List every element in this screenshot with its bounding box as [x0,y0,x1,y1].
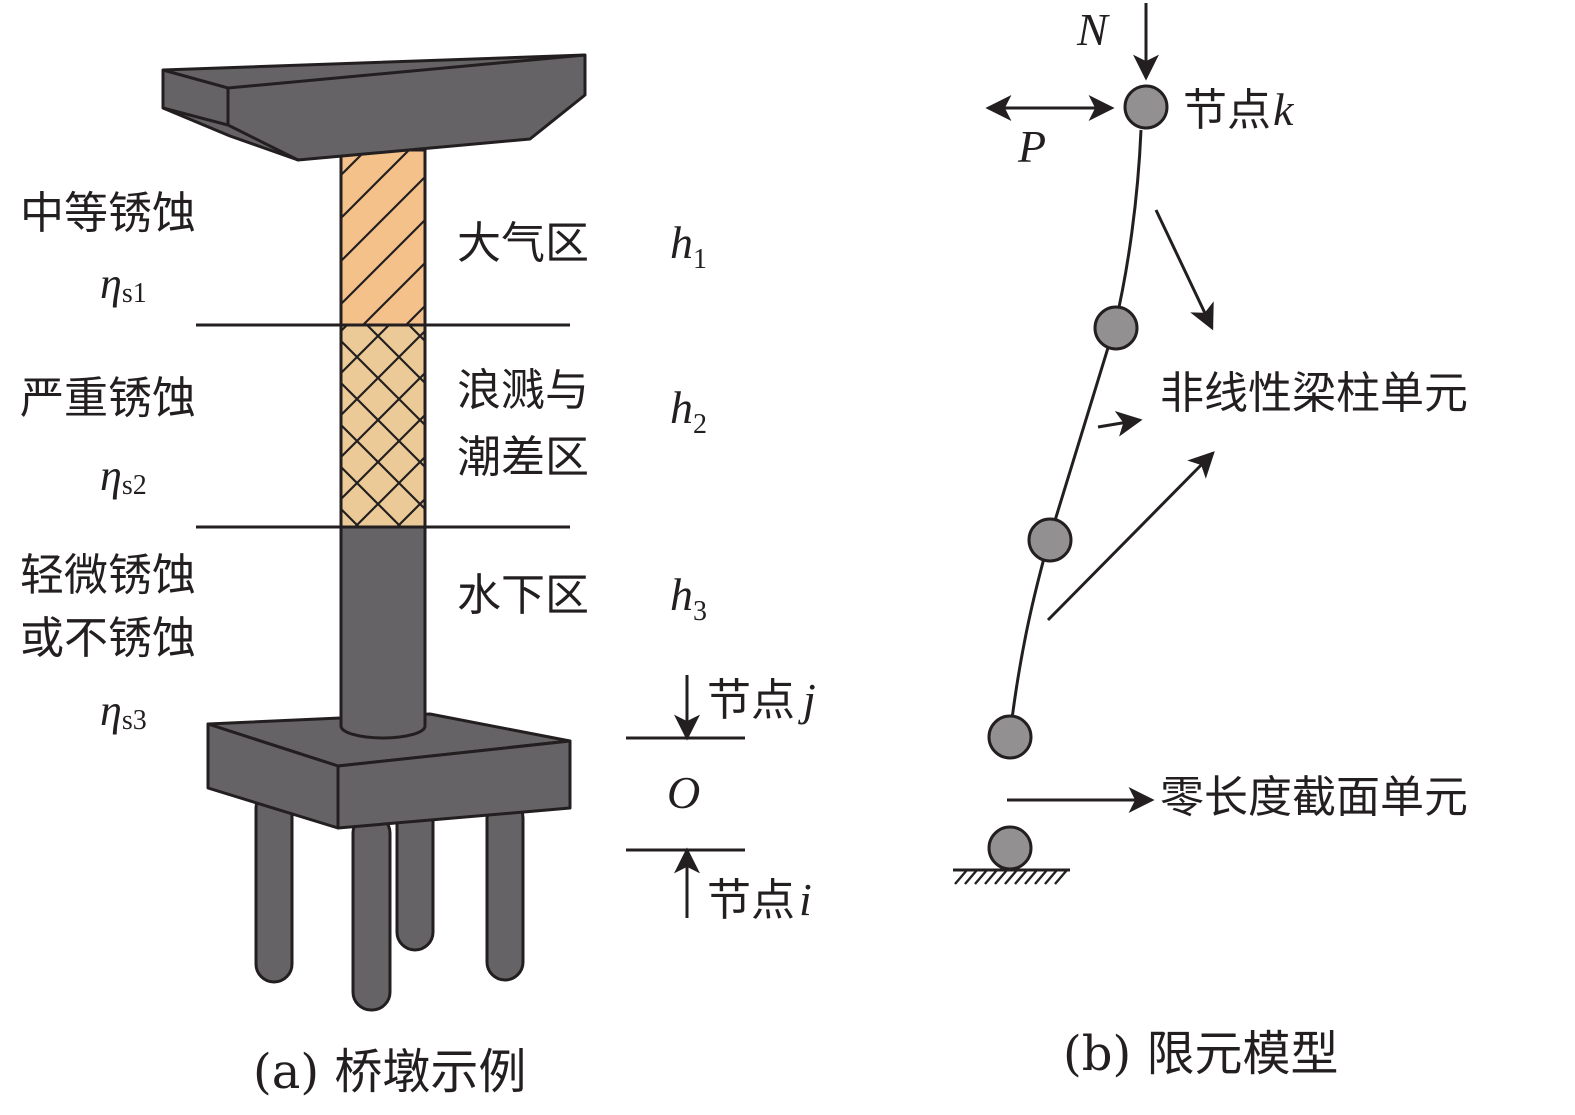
node-i [987,825,1033,871]
intermediate-node [1093,305,1139,351]
corrosion-label-slight-line1: 轻微锈蚀 [20,550,196,601]
pile-group [254,788,525,1012]
corrosion-factor-3: ηs3 [100,686,147,736]
intermediate-node [1027,517,1073,563]
fe-model: N P 节点k 非线性梁柱单元 零长度截面单元 [953,3,1468,885]
zone-labels: 大气区 h1 浪溅与 潮差区 h2 水下区 h3 [457,217,707,627]
zero-length-element-label: 零长度截面单元 [1160,772,1468,823]
column-splash-zone [339,323,427,529]
node-j [987,714,1033,760]
pile [485,798,525,982]
pile [351,813,392,1012]
corrosion-label-severe: 严重锈蚀 [20,373,196,424]
column-atmospheric-zone [339,148,427,327]
corrosion-factor-1: ηs1 [100,259,147,309]
node-k [1123,84,1169,130]
origin-label: O [667,767,700,818]
lateral-load-label: P [1017,121,1046,172]
beam-column-element-label: 非线性梁柱单元 [1160,368,1468,419]
zone-label-underwater: 水下区 [457,570,589,621]
caption-b: (b) 限元模型 [1063,1026,1338,1082]
deformed-column-line [1008,129,1143,736]
corrosion-label-moderate: 中等锈蚀 [20,188,196,239]
pier-drawing [161,53,587,1012]
node-i-label: 节点i [707,874,812,926]
pier-cap-beam [161,53,587,162]
corrosion-label-slight-line2: 或不锈蚀 [20,613,196,664]
zone-height-2: h2 [670,382,707,440]
zone-label-splash-line2: 潮差区 [457,432,589,483]
column-underwater-zone [339,525,427,740]
pointer-arrow-icon [1154,209,1214,331]
axial-load-label: N [1076,4,1110,55]
corrosion-factor-2: ηs2 [100,451,147,501]
pointer-arrow-icon [1046,451,1215,622]
pointer-arrow-icon [1097,411,1143,437]
pile [254,788,294,984]
zone-label-splash-line1: 浪溅与 [457,365,589,416]
zone-height-1: h1 [670,217,707,275]
node-k-label: 节点k [1183,84,1295,136]
zone-label-atmospheric: 大气区 [457,218,589,269]
zone-height-3: h3 [670,569,707,627]
fixed-support-icon [953,868,1070,885]
caption-a: (a) 桥墩示例 [253,1044,526,1100]
corrosion-labels: 中等锈蚀 ηs1 严重锈蚀 ηs2 轻微锈蚀 或不锈蚀 ηs3 [20,188,196,736]
